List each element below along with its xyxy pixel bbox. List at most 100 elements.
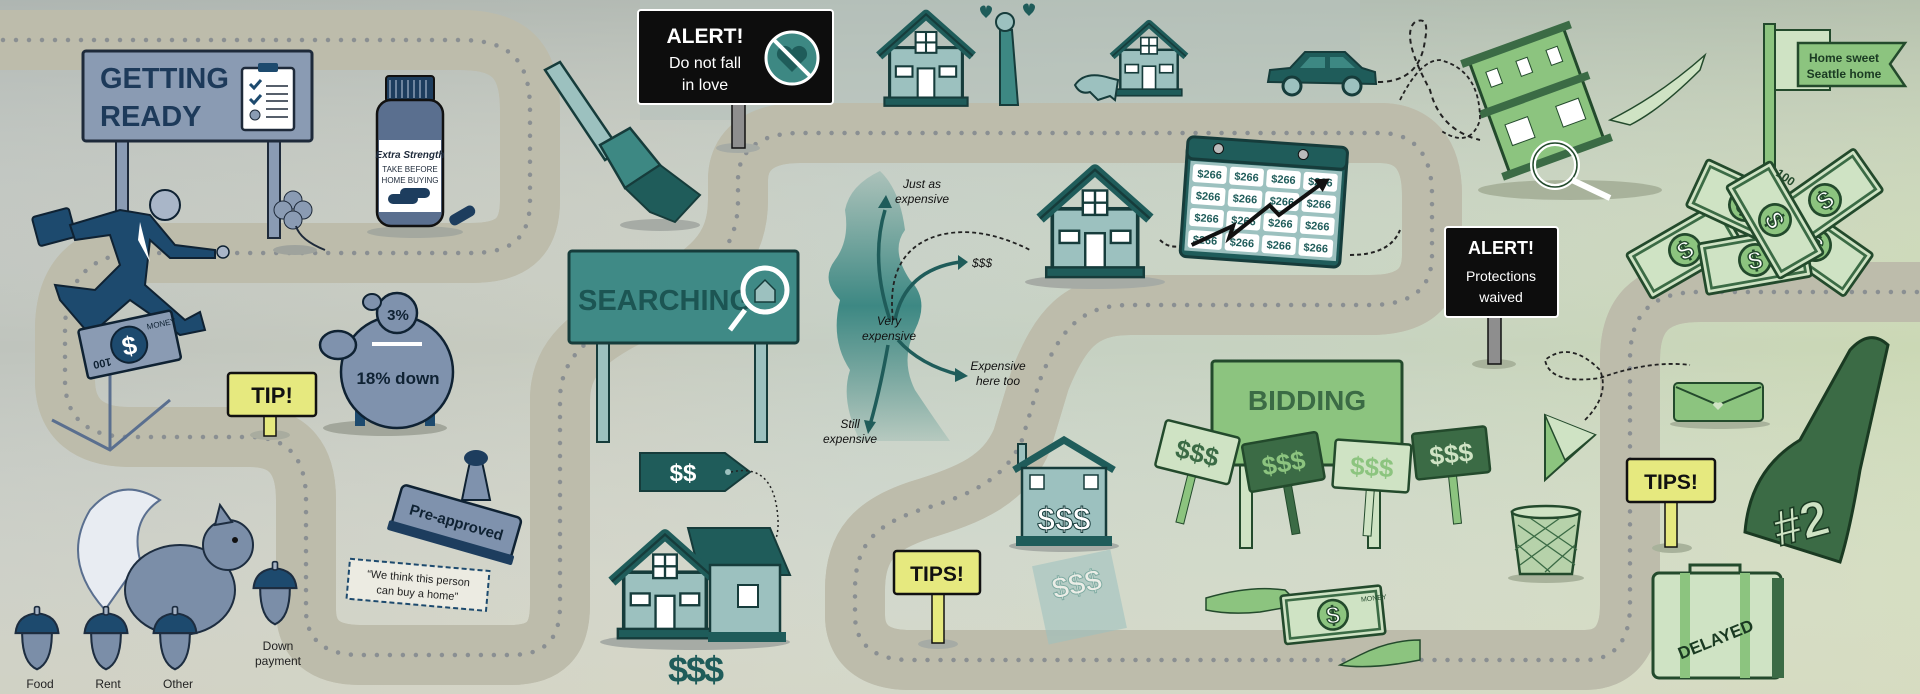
house-with-dollars: $$$ $$$ <box>1009 435 1127 645</box>
house-dollars-label: $$$ <box>1037 501 1091 537</box>
calendar-cell-amount: $266 <box>1266 239 1291 253</box>
piggy-bank-small-label: 3% <box>387 307 409 324</box>
calendar-cell-amount: $266 <box>1197 168 1222 182</box>
calendar-cell <box>1301 193 1337 214</box>
calendar-cell <box>1192 164 1228 185</box>
home-sweet-home-flag: Home sweet Seattle home <box>1763 23 1908 175</box>
money-exchange-hands: MONEY <box>1205 584 1421 668</box>
alert-sign-do-not-fall-in-love: ALERT! Do not fall in love <box>637 9 834 153</box>
piggy-bank: 3% 18% down <box>318 291 455 436</box>
tips-right-label: TIPS! <box>1644 471 1698 494</box>
money-stack-icon <box>1279 584 1387 646</box>
price-tag-label: $$ <box>670 460 697 487</box>
calendar-cell-amount: $266 <box>1269 195 1294 209</box>
pre-approval-quote-box: “We think this person can buy a home” <box>345 557 491 612</box>
heart-icon <box>1023 3 1035 16</box>
tip-sign-left: TIP! <box>226 371 318 440</box>
bid-paddle-label: $$$ <box>1349 451 1395 484</box>
calendar-cell <box>1263 213 1298 234</box>
pill-bottle-line1: TAKE BEFORE <box>382 165 437 174</box>
alert-sign-protections-waived: ALERT! Protections waived <box>1444 226 1559 369</box>
arrow-north <box>876 209 892 321</box>
house-hug-scene <box>879 3 1035 106</box>
acorn-label-down-1: Down <box>263 639 294 653</box>
bid-paddle: $$$ <box>1240 430 1326 536</box>
map-label-southeast-1: Expensive <box>970 359 1026 373</box>
map-label-north-1: Just as <box>902 177 941 191</box>
calendar-cells: $266 $266 $266 $266 $266 $266 $266 $266 $266 $266… <box>1187 164 1338 258</box>
car-dashed-trail <box>1377 19 1481 141</box>
bidding-title: BIDDING <box>1248 385 1366 416</box>
car-icon <box>1266 51 1378 97</box>
calendar-cell <box>1299 215 1335 236</box>
paper-plane-icon <box>1544 413 1597 483</box>
calendar-cell-amount: $266 <box>1306 198 1331 212</box>
calendar-cell <box>1227 188 1263 209</box>
money-hurdle: $ 100 MONEY <box>51 309 183 452</box>
hand-icon <box>1607 52 1707 126</box>
hurdle-bill-dollar-icon: $ <box>119 329 140 361</box>
foam-finger-icon: #2 <box>1743 336 1890 564</box>
dog-and-house-scene <box>1073 24 1186 102</box>
tips-sign-middle: TIPS! <box>892 549 982 649</box>
winding-road <box>0 10 1920 690</box>
house-price-dollars: $$$ <box>668 649 724 690</box>
map-label-south-2: expensive <box>823 432 877 446</box>
flag-line1: Home sweet <box>1809 51 1879 65</box>
wastebasket-icon <box>1508 504 1584 583</box>
clipboard-checklist-icon <box>240 63 296 132</box>
map-label-south-1: Still <box>840 417 860 431</box>
acorns: Food Rent Other Down payment <box>14 560 302 691</box>
alert-2-title: ALERT! <box>1468 238 1534 258</box>
hurdle-bill-denomination: 100 <box>92 355 112 371</box>
paintbrush-icon <box>543 60 702 231</box>
house-and-rent-calendar: $266 $266 $266 $266 $266 $266 $266 $266 $266 $266… <box>1025 135 1401 289</box>
calendar-cell <box>1224 232 1260 253</box>
acorn-label-food: Food <box>26 677 53 691</box>
calendar-cell-amount: $266 <box>1271 173 1296 187</box>
calendar-cell-amount: $266 <box>1194 212 1219 226</box>
calendar-cell-amount: $266 <box>1229 237 1254 251</box>
getting-ready-title-line1: GETTING <box>100 63 229 95</box>
bid-paddle: $$$ <box>1410 425 1492 525</box>
tip-sign-left-label: TIP! <box>251 383 293 408</box>
calendar-cell <box>1190 186 1226 206</box>
alert-1-line1: Do not fall <box>669 55 741 72</box>
calendar-cell <box>1298 237 1334 258</box>
envelope-icon <box>1670 382 1770 429</box>
dog-icon <box>1073 74 1120 102</box>
pill-bottle-line2: HOME BUYING <box>382 176 439 185</box>
tips-middle-label: TIPS! <box>910 563 964 586</box>
piggy-bank-large-label: 18% down <box>356 369 439 388</box>
calendar-cell <box>1261 235 1297 256</box>
map-label-southeast-2: here too <box>976 374 1020 388</box>
calendar-cell-amount: $266 <box>1303 242 1328 256</box>
pill-bottle-brand: Extra Strength <box>376 150 445 161</box>
arrow-southeast <box>896 338 961 377</box>
delayed-suitcase-icon: DELAYED <box>1651 563 1784 680</box>
pre-approved-stamp: Pre-approved <box>387 450 523 565</box>
flag-line2: Seattle home <box>1807 67 1882 81</box>
map-label-north-2: expensive <box>895 192 949 206</box>
tips-sign-right: TIPS! <box>1625 457 1717 553</box>
calendar-cell <box>1266 169 1301 190</box>
calendar-cell-amount: $266 <box>1195 190 1220 204</box>
arrow-east <box>893 260 961 321</box>
four-leaf-clover-icon <box>273 190 326 255</box>
map-label-center-2: expensive <box>862 329 916 343</box>
tilted-building-under-magnifier <box>1460 20 1707 201</box>
magnifier-house-icon <box>728 265 790 332</box>
paper-plane-dashed-trail <box>1544 351 1691 421</box>
seattle-map: Just as expensive $$$ Very expensive Exp… <box>823 171 1031 446</box>
acorn-label-down-2: payment <box>255 654 302 668</box>
acorn-label-rent: Rent <box>95 677 121 691</box>
alert-2-line2: waived <box>1478 289 1523 305</box>
money-stack-label: MONEY <box>1361 594 1388 604</box>
bid-paddle: $$$ <box>1331 438 1413 537</box>
map-label-east: $$$ <box>971 256 992 270</box>
calendar-cell-amount: $266 <box>1305 220 1330 234</box>
calendar-cell-amount: $266 <box>1268 217 1293 231</box>
calendar-cell-amount: $266 <box>1232 193 1257 207</box>
pill-bottle: Extra Strength TAKE BEFORE HOME BUYING <box>367 75 476 238</box>
alert-2-line1: Protections <box>1466 268 1536 284</box>
